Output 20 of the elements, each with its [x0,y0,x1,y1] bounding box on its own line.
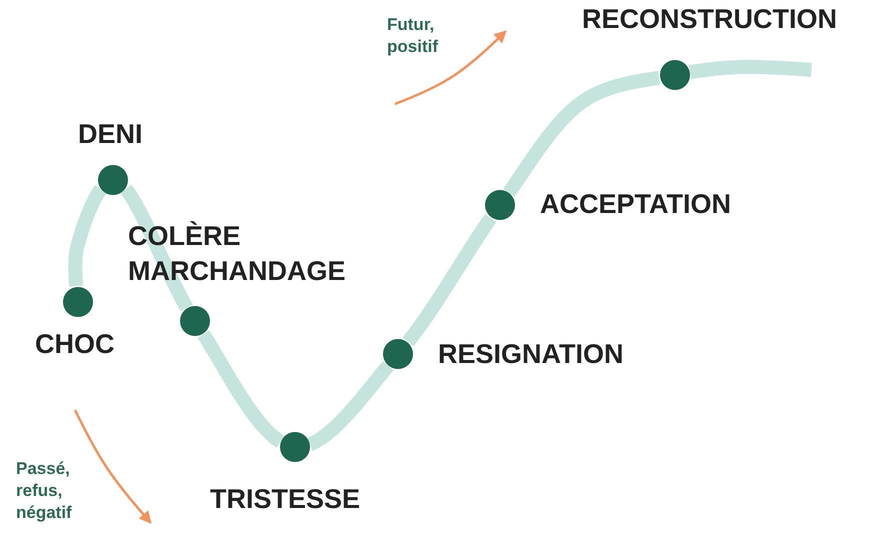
stage-label: COLÈRE [128,220,241,253]
stage-dot [280,432,310,462]
stage-dot [98,165,128,195]
curve-segment [197,328,287,448]
curve-segment [402,212,498,348]
stage-dot [383,339,413,369]
stage-dot [180,306,210,336]
stage-label: DENI [78,118,143,151]
stage-label: RESIGNATION [438,338,624,371]
direction-note: Futur, positif [387,14,439,58]
stage-label: ACCEPTATION [540,188,731,221]
direction-note: Passé, refus, négatif [16,458,73,524]
curve-segment [120,182,194,314]
stage-label: CHOC [35,328,114,361]
stage-label: MARCHANDAGE [128,255,346,288]
stage-label: TRISTESSE [210,483,360,516]
stage-dot [485,190,515,220]
stage-dot [660,60,690,90]
stage-dot [63,287,93,317]
stage-label: RECONSTRUCTION [582,3,837,36]
